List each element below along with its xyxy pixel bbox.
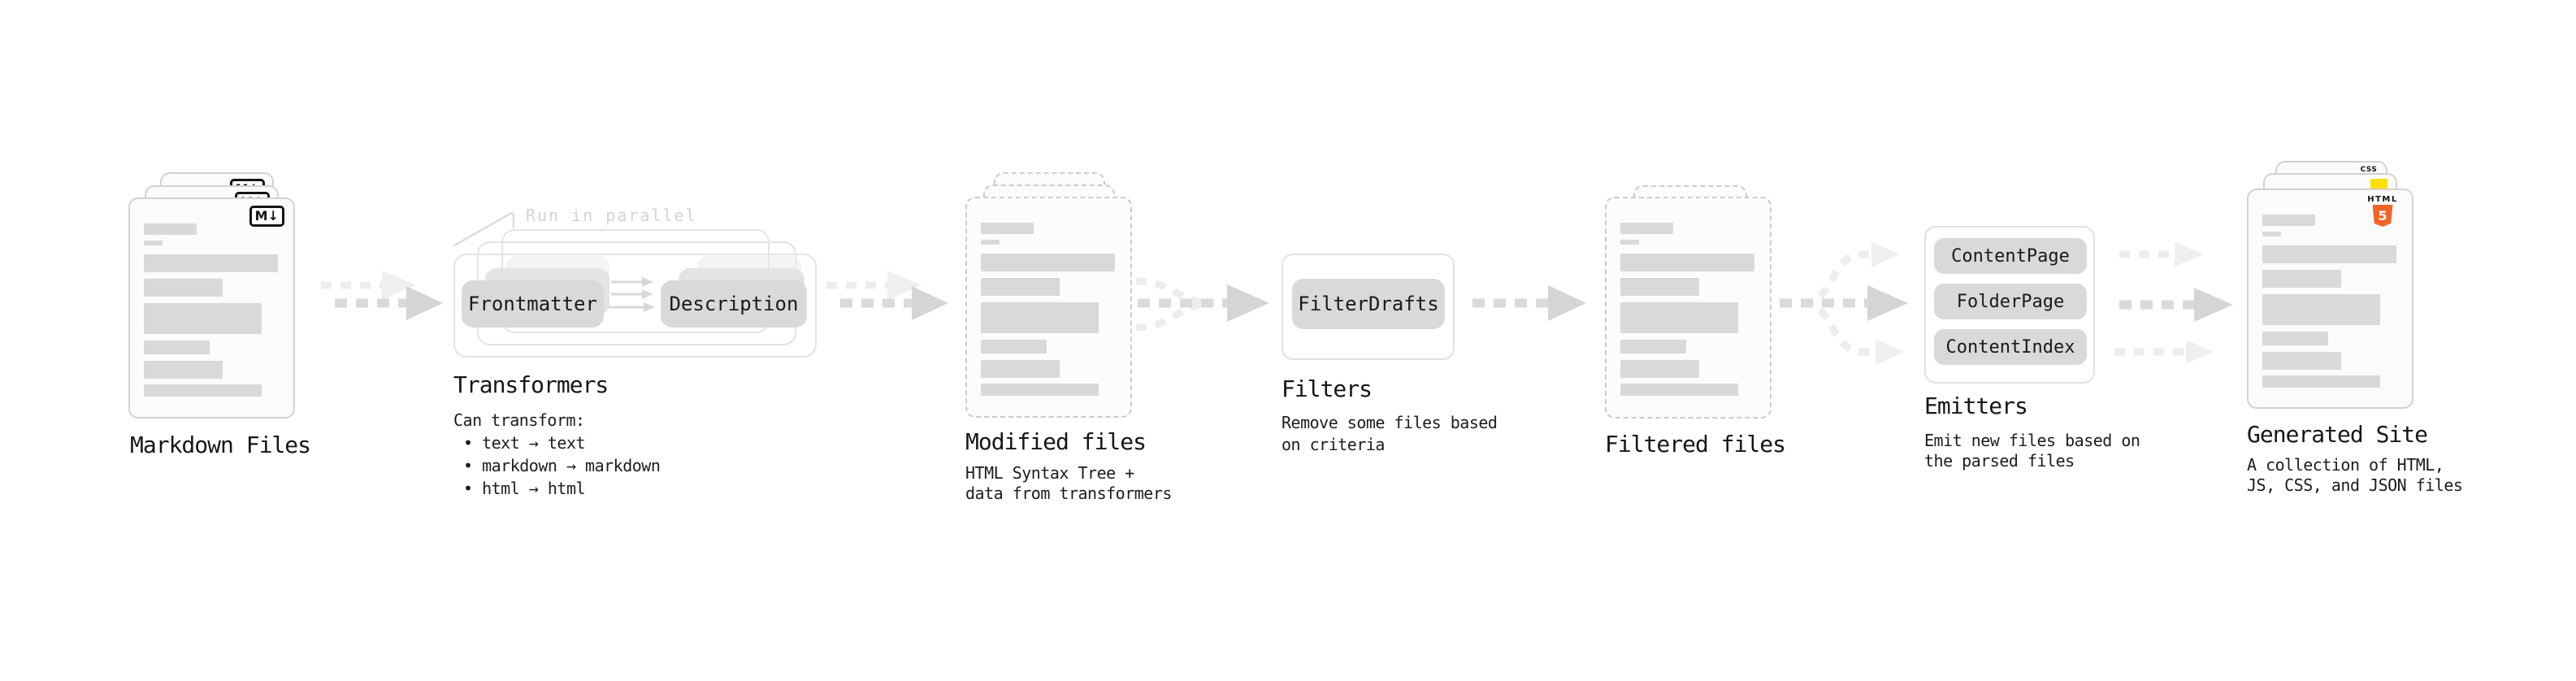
skeleton-bar [981, 340, 1047, 354]
arrows-emitters-to-site-icon [2114, 242, 2233, 364]
pill-filterdrafts: FilterDrafts [1292, 279, 1445, 329]
skeleton-bar [2262, 232, 2281, 236]
skeleton-bar [1620, 340, 1686, 354]
arrow-transformers-to-modified-icon [826, 271, 948, 320]
skeleton-bar [981, 384, 1099, 396]
stage-title-transformers: Transformers [453, 371, 609, 398]
skeleton-bar [144, 384, 262, 397]
arrow-filtered-to-emitters-fanout-icon [1780, 241, 1908, 365]
skeleton-bar [2262, 352, 2341, 370]
html5-icon: HTML 5 [2362, 195, 2403, 227]
skeleton-bar [1620, 278, 1699, 296]
file-card: M↓ [128, 197, 295, 419]
skeleton-bar [1620, 254, 1754, 271]
transformer-frame-front [453, 254, 817, 358]
filters-caption: on criteria [1281, 435, 1385, 454]
skeleton-bar [144, 254, 278, 272]
skeleton-bar [1620, 302, 1738, 333]
skeleton-bar [2262, 375, 2380, 388]
annotation-leader-line [453, 212, 515, 247]
stage-title-filtered-files: Filtered files [1605, 431, 1786, 458]
skeleton-bar [2262, 270, 2341, 288]
modified-files-caption: HTML Syntax Tree + [965, 463, 1134, 483]
skeleton-bar [2262, 215, 2315, 226]
skeleton-bar [144, 303, 262, 334]
pill-contentpage: ContentPage [1934, 238, 2087, 274]
transformers-bullet: • markdown → markdown [463, 456, 661, 475]
skeleton-bar [981, 254, 1115, 271]
pill-contentindex: ContentIndex [1934, 329, 2087, 365]
html5-icon-label: HTML [2367, 195, 2398, 204]
file-card: HTML 5 [2247, 189, 2413, 409]
skeleton-bar [981, 278, 1060, 296]
stage-title-markdown-files: Markdown Files [130, 432, 311, 458]
html5-icon-number: 5 [2378, 208, 2387, 223]
skeleton-bar [981, 360, 1060, 378]
transformers-bullet: • html → html [463, 479, 586, 498]
stage-title-modified-files: Modified files [965, 428, 1147, 455]
skeleton-bar [144, 223, 197, 235]
run-in-parallel-label: Run in parallel [526, 206, 697, 225]
stage-title-emitters: Emitters [1924, 393, 2028, 419]
js-icon [2370, 179, 2387, 189]
skeleton-bar [144, 361, 223, 379]
file-card [1605, 197, 1772, 419]
transformers-bullet: • text → text [463, 433, 586, 453]
stage-title-filters: Filters [1281, 375, 1373, 402]
skeleton-bar [2262, 245, 2396, 263]
arrow-markdown-to-transformers-icon [321, 271, 443, 320]
skeleton-bar [981, 240, 1000, 245]
pill-description: Description [661, 280, 807, 327]
markdown-icon: M↓ [249, 206, 284, 227]
transformers-caption: Can transform: [453, 410, 585, 430]
skeleton-bar [981, 302, 1099, 333]
pill-folderpage: FolderPage [1934, 284, 2087, 319]
emitters-caption: the parsed files [1924, 451, 2075, 471]
generated-site-caption: A collection of HTML, [2247, 455, 2444, 475]
pill-frontmatter: Frontmatter [462, 280, 604, 327]
modified-files-caption: data from transformers [965, 484, 1172, 503]
html5-icon-shield: 5 [2372, 205, 2393, 227]
skeleton-bar [1620, 360, 1699, 378]
skeleton-bar [981, 223, 1034, 234]
skeleton-bar [144, 340, 210, 354]
arrow-filters-to-filtered-icon [1472, 285, 1586, 321]
stage-title-generated-site: Generated Site [2247, 421, 2428, 448]
skeleton-bar [1620, 223, 1673, 234]
skeleton-bar [144, 241, 163, 245]
arrow-modified-to-filters-merge-icon [1135, 277, 1269, 332]
generated-site-caption: JS, CSS, and JSON files [2247, 475, 2463, 495]
file-card [965, 197, 1132, 418]
css-icon-label: CSS [2360, 166, 2378, 174]
skeleton-bar [1620, 240, 1639, 245]
skeleton-bar [1620, 384, 1738, 396]
emitters-caption: Emit new files based on [1924, 431, 2140, 450]
filters-caption: Remove some files based [1281, 413, 1498, 432]
skeleton-bar [144, 279, 223, 297]
transformer-step-arrows-icon [608, 277, 655, 312]
skeleton-bar [2262, 294, 2380, 325]
skeleton-bar [2262, 332, 2328, 345]
